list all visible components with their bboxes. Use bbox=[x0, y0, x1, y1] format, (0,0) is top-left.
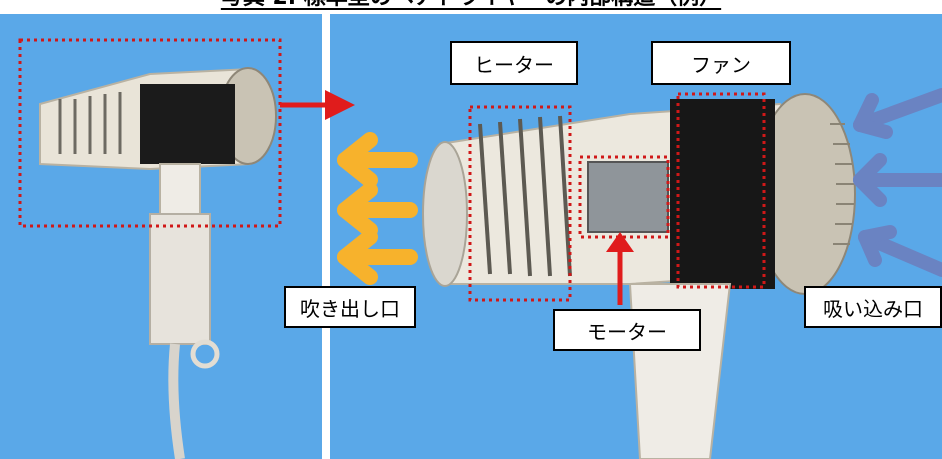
zoom-region-box bbox=[18, 38, 282, 228]
outlet-label: 吹き出し口 bbox=[284, 286, 416, 328]
outflow-arrows bbox=[337, 132, 418, 285]
dryer-closeup-photo bbox=[330, 14, 942, 459]
fan-label: ファン bbox=[651, 41, 791, 85]
inflow-arrows bbox=[853, 88, 942, 277]
dryer-full-photo bbox=[0, 14, 322, 459]
motor-box bbox=[578, 155, 670, 239]
inlet-label: 吸い込み口 bbox=[804, 286, 942, 328]
motor-label: モーター bbox=[553, 309, 701, 351]
heater-label: ヒーター bbox=[450, 41, 578, 85]
fan-box bbox=[676, 92, 766, 289]
figure-title: 写真 2. 標準型のヘアドライヤーの内部構造（例） bbox=[0, 0, 942, 12]
heater-box bbox=[468, 105, 572, 302]
motor-pointer-arrow bbox=[606, 232, 634, 305]
